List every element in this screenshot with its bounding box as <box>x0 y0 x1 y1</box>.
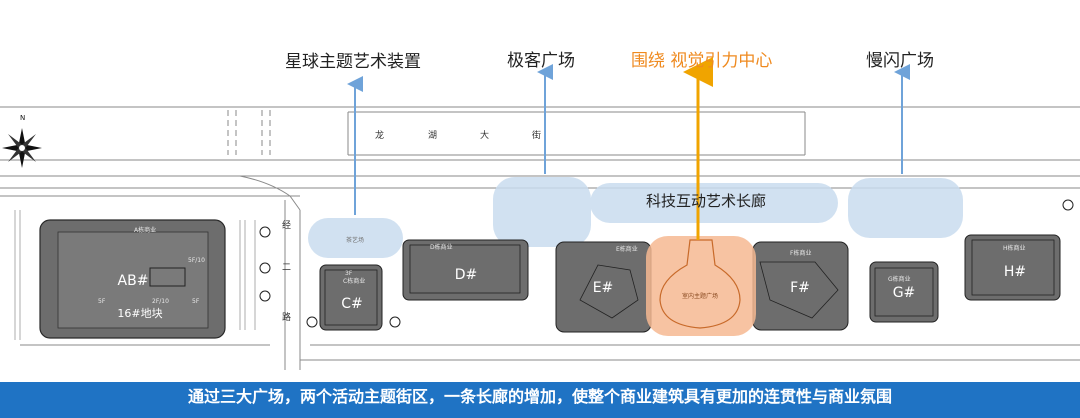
svg-text:H栋商业: H栋商业 <box>1003 244 1026 252</box>
svg-text:E#: E# <box>593 280 614 296</box>
callout-flash-plaza: 慢闪广场 <box>866 51 934 71</box>
svg-text:5F: 5F <box>192 298 200 305</box>
svg-text:C栋商业: C栋商业 <box>343 277 365 285</box>
svg-text:龙: 龙 <box>375 129 384 141</box>
svg-text:C#: C# <box>341 296 363 312</box>
svg-text:2F/10: 2F/10 <box>152 298 169 305</box>
svg-text:大: 大 <box>480 129 489 141</box>
corridor-label: 科技互动艺术长廊 <box>646 192 766 210</box>
plaza-bubbles <box>308 177 963 258</box>
central-plaza-label: 室内主题广场 <box>682 292 718 300</box>
svg-text:3F: 3F <box>345 270 353 277</box>
svg-text:湖: 湖 <box>428 130 437 141</box>
svg-text:D栋商业: D栋商业 <box>430 243 453 251</box>
svg-text:5F: 5F <box>98 298 106 305</box>
tea-plaza-label: 茶艺场 <box>346 236 364 244</box>
svg-text:G#: G# <box>893 285 916 301</box>
svg-text:路: 路 <box>282 311 291 323</box>
building-labels: AB# 16#地块 C# D# E# F# G# H# <box>117 264 1026 320</box>
svg-text:D#: D# <box>455 267 478 283</box>
small-annotations: A栋商业 5F/10 2F/10 5F 5F C栋商业 3F D栋商业 E栋商业… <box>98 226 1026 305</box>
svg-text:H#: H# <box>1004 264 1026 280</box>
svg-text:16#地块: 16#地块 <box>117 307 162 320</box>
street-west-labels: 经 二 路 <box>282 219 291 323</box>
compass-icon <box>2 128 42 168</box>
building-outlines <box>324 239 1055 326</box>
parking-stripes <box>14 210 256 340</box>
svg-text:二: 二 <box>282 263 291 273</box>
svg-text:5F/10: 5F/10 <box>188 257 205 264</box>
callout-geek-plaza: 极客广场 <box>507 51 575 71</box>
footer-banner: 通过三大广场，两个活动主题街区，一条长廊的增加，使整个商业建筑具有更加的连贯性与… <box>0 382 1080 418</box>
road-lines <box>0 106 1080 370</box>
street-north-labels: 龙 湖 大 街 <box>375 129 541 141</box>
svg-text:G栋商业: G栋商业 <box>888 275 911 283</box>
svg-text:A栋商业: A栋商业 <box>134 226 156 234</box>
svg-text:F#: F# <box>790 280 810 296</box>
svg-text:街: 街 <box>532 129 541 141</box>
buildings <box>39 219 1061 339</box>
svg-text:F栋商业: F栋商业 <box>790 249 811 257</box>
callout-planet-installation: 星球主题艺术装置 <box>285 52 421 72</box>
trees <box>259 199 1074 328</box>
svg-text:经: 经 <box>282 219 291 231</box>
callout-visual-center: 围绕 视觉引力中心 <box>631 51 773 71</box>
compass-north-label: N <box>20 114 25 122</box>
central-plaza <box>646 236 756 336</box>
svg-text:E栋商业: E栋商业 <box>616 245 638 253</box>
svg-text:AB#: AB# <box>118 273 149 289</box>
